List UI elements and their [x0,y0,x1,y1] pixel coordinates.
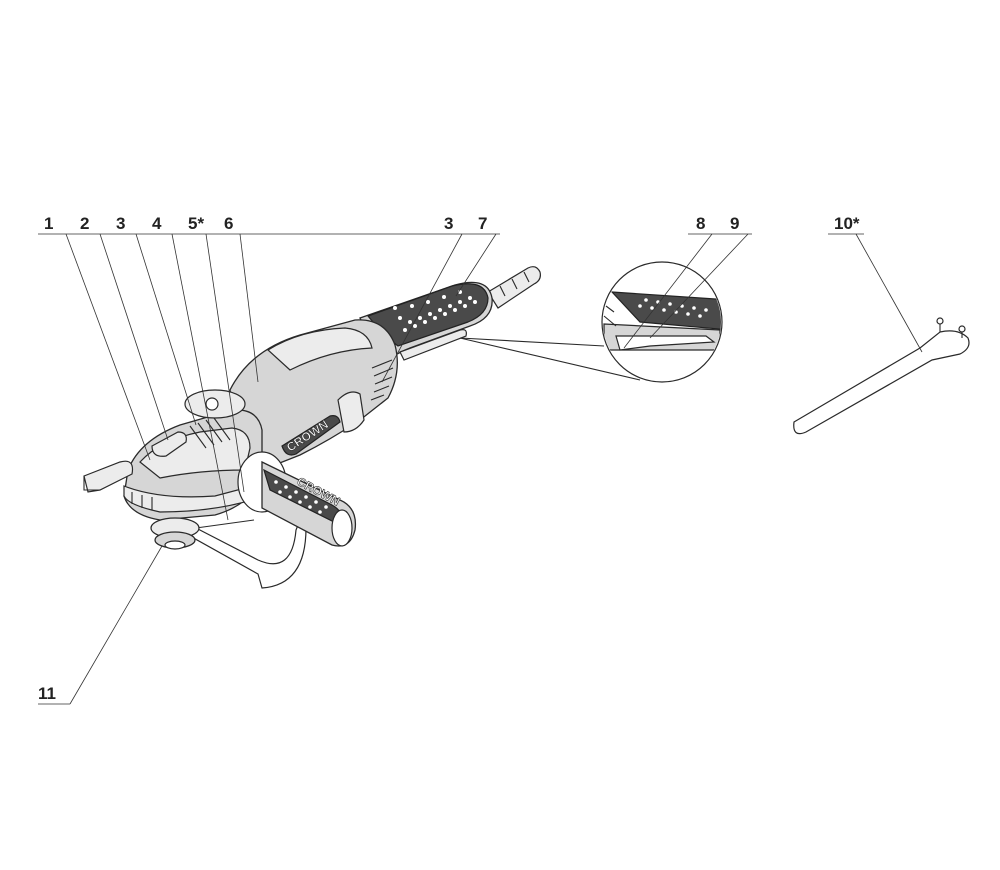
spindle-lock-button [151,431,187,457]
callout-11: 11 [38,684,56,703]
callout-5: 5* [188,214,204,233]
callout-labels: 1 2 3 4 5* 6 3 7 8 9 10* 11 [38,214,923,705]
pin-spanner-wrench [793,317,970,435]
callout-1: 1 [44,214,53,233]
callout-3-right: 3 [444,214,453,233]
callout-10: 10* [834,214,860,233]
callout-9: 9 [730,214,739,233]
trigger [399,329,467,361]
side-switch [337,391,365,433]
lock-off-lever [615,335,716,351]
callout-7: 7 [478,214,487,233]
callout-8: 8 [696,214,705,233]
gear-head [123,389,263,521]
callout-6: 6 [224,214,233,233]
callout-4: 4 [152,214,162,233]
switch-detail-inset [459,261,723,383]
cord-protector [487,266,541,309]
spindle-flange [150,517,200,550]
callout-3-left: 3 [116,214,125,233]
callout-2: 2 [80,214,89,233]
angle-grinder: CROWN [83,266,541,589]
auxiliary-handle: CROWN [237,451,357,547]
